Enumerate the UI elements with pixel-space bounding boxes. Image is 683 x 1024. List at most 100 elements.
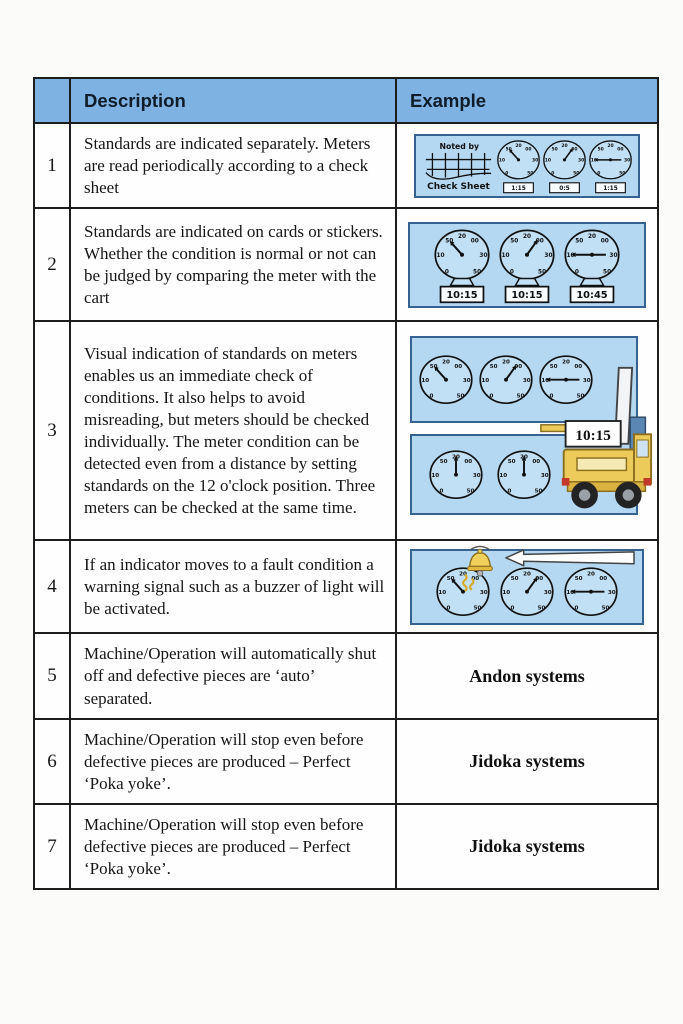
svg-text:50: 50: [577, 394, 585, 400]
description-cell: Machine/Operation will automatically shu…: [69, 632, 395, 718]
row-number: 1: [35, 122, 69, 207]
svg-text:50: 50: [551, 147, 557, 153]
svg-text:20: 20: [458, 234, 466, 240]
svg-text:50: 50: [538, 606, 546, 612]
svg-text:50: 50: [575, 576, 583, 582]
description-cell: Standards are indicated on cards or stic…: [69, 207, 395, 320]
svg-text:30: 30: [463, 378, 471, 384]
svg-text:0: 0: [446, 606, 450, 612]
row-number: 2: [35, 207, 69, 320]
svg-text:00: 00: [599, 576, 607, 582]
svg-text:10: 10: [499, 473, 507, 479]
description-text: Machine/Operation will stop even before …: [84, 729, 364, 794]
svg-text:0: 0: [439, 489, 443, 495]
example-cell: Jidoka systems: [395, 803, 657, 888]
gauge-display-label: 10:15: [446, 290, 477, 301]
svg-text:50: 50: [440, 459, 448, 465]
svg-text:10: 10: [502, 253, 510, 259]
svg-text:50: 50: [573, 171, 579, 177]
description-cell: If an indicator moves to a fault conditi…: [69, 539, 395, 632]
svg-text:30: 30: [532, 158, 538, 164]
svg-text:30: 30: [473, 473, 481, 479]
svg-text:00: 00: [471, 238, 479, 244]
svg-text:50: 50: [474, 606, 482, 612]
svg-text:10: 10: [438, 590, 446, 596]
svg-text:20: 20: [587, 572, 595, 578]
svg-text:30: 30: [544, 253, 552, 259]
example-system-label: Jidoka systems: [469, 836, 585, 856]
example-cell: Andon systems: [395, 632, 657, 718]
svg-text:50: 50: [575, 238, 583, 244]
gauge-display-label: 0:5: [559, 186, 569, 192]
svg-text:50: 50: [527, 171, 533, 177]
svg-text:50: 50: [510, 238, 518, 244]
description-text: Machine/Operation will automatically shu…: [84, 644, 377, 708]
svg-text:20: 20: [442, 360, 450, 366]
gauge-display-label: 1:15: [511, 186, 526, 192]
header-number-cell: [35, 79, 69, 122]
svg-text:00: 00: [454, 364, 462, 370]
svg-text:30: 30: [624, 158, 630, 164]
svg-text:20: 20: [607, 143, 613, 149]
svg-text:20: 20: [523, 234, 531, 240]
example-system-label: Jidoka systems: [469, 751, 585, 771]
svg-text:10: 10: [591, 158, 597, 164]
svg-text:20: 20: [562, 360, 570, 366]
example-system-label: Andon systems: [469, 665, 585, 686]
svg-text:10: 10: [567, 253, 575, 259]
svg-text:50: 50: [505, 147, 511, 153]
svg-text:00: 00: [514, 364, 522, 370]
svg-text:0: 0: [574, 606, 578, 612]
svg-text:30: 30: [544, 590, 552, 596]
svg-text:0: 0: [505, 171, 508, 177]
svg-text:50: 50: [430, 364, 438, 370]
svg-text:0: 0: [597, 171, 600, 177]
noted-by-label: Noted by: [440, 142, 480, 151]
svg-text:30: 30: [523, 378, 531, 384]
svg-text:50: 50: [619, 171, 625, 177]
svg-text:50: 50: [550, 364, 558, 370]
svg-text:10: 10: [481, 378, 489, 384]
example-cell: Noted by Check Sheet 20 50 0 0 10 30 0 50 1:15 20…: [395, 122, 657, 207]
check-sheet-icon: Noted by Check Sheet: [425, 142, 492, 191]
svg-text:20: 20: [515, 143, 521, 149]
svg-text:30: 30: [583, 378, 591, 384]
svg-text:00: 00: [532, 459, 540, 465]
svg-text:0: 0: [510, 606, 514, 612]
svg-text:0: 0: [429, 394, 433, 400]
svg-text:00: 00: [535, 576, 543, 582]
svg-text:50: 50: [535, 489, 543, 495]
description-header-label: Description: [84, 89, 186, 111]
svg-text:50: 50: [603, 269, 611, 275]
svg-text:50: 50: [473, 269, 481, 275]
svg-text:30: 30: [479, 253, 487, 259]
svg-text:20: 20: [502, 360, 510, 366]
gauge-display-label: 1:15: [603, 186, 618, 192]
svg-text:10: 10: [541, 378, 549, 384]
svg-text:0: 0: [507, 489, 511, 495]
svg-text:50: 50: [447, 576, 455, 582]
header-example-cell: Example: [395, 79, 657, 122]
svg-text:10: 10: [431, 473, 439, 479]
description-text: Visual indication of standards on meters…: [84, 343, 376, 518]
svg-text:50: 50: [490, 364, 498, 370]
svg-text:50: 50: [467, 489, 475, 495]
svg-text:0: 0: [551, 171, 554, 177]
svg-text:50: 50: [445, 238, 453, 244]
